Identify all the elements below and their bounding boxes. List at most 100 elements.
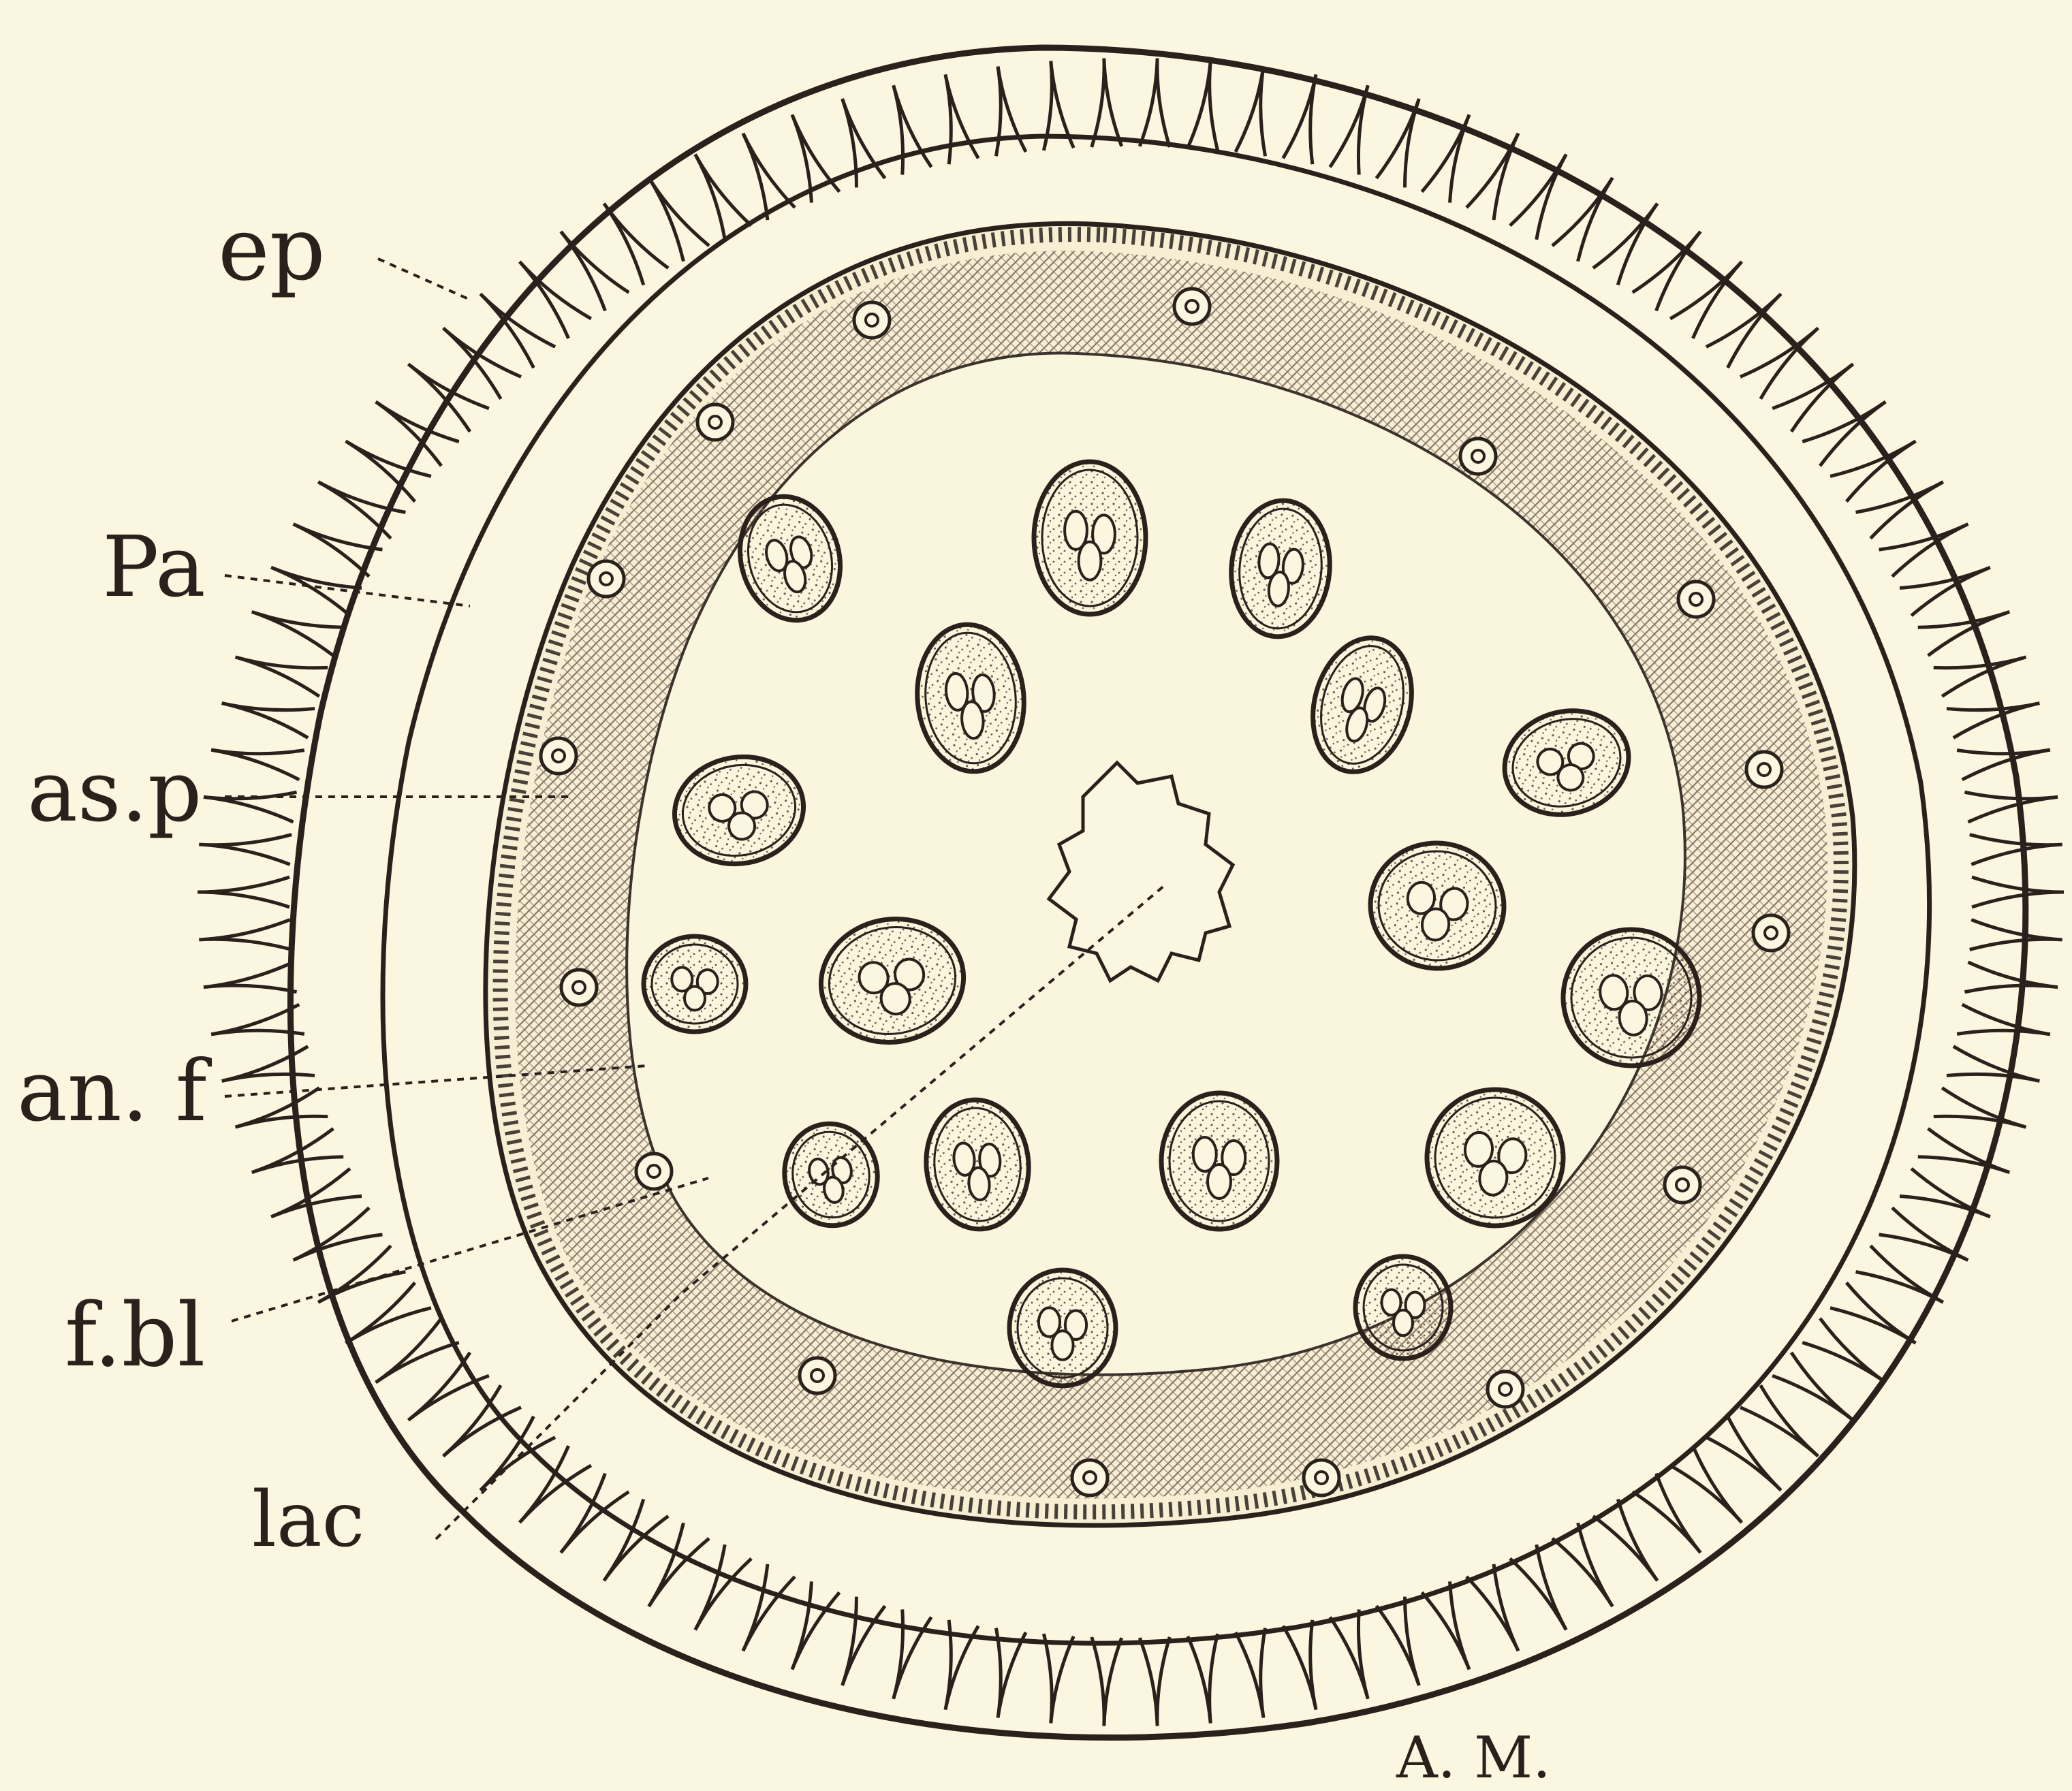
epithelial-cell: [1740, 328, 1818, 399]
epithelial-cell: [1188, 1634, 1218, 1723]
epithelial-cell: [199, 920, 292, 950]
parenchyma-nucleus: [800, 1358, 835, 1393]
epithelial-cell: [1092, 1637, 1122, 1726]
leader-pa: [225, 575, 470, 606]
label-asp: as.p: [27, 743, 202, 841]
epithelial-cell: [1970, 920, 2062, 950]
epithelial-cell: [1706, 294, 1781, 368]
epithelial-cell: [561, 232, 629, 311]
epithelial-cell: [198, 877, 289, 907]
parenchyma-nucleus: [1753, 915, 1789, 951]
parenchyma-nucleus: [588, 561, 624, 597]
epithelial-cell: [1510, 155, 1566, 240]
label-ep: ep: [218, 199, 326, 300]
parenchyma-nucleus: [1304, 1460, 1339, 1495]
epithelial-cell: [1947, 703, 2039, 738]
epithelial-cell: [1188, 61, 1218, 150]
parenchyma-nucleus: [1488, 1372, 1523, 1407]
epithelial-cell: [743, 133, 795, 220]
epithelial-cell: [1740, 1385, 1818, 1456]
parenchyma-nucleus: [541, 738, 576, 774]
epithelial-cell: [1947, 1047, 2039, 1081]
parenchyma-nucleus: [561, 970, 597, 1005]
epithelial-cell: [222, 703, 315, 738]
epithelial-cell: [894, 1609, 932, 1698]
epithelial-cell: [1552, 1523, 1613, 1606]
epithelial-cell: [1092, 58, 1122, 147]
epithelial-cell: [1957, 750, 2050, 780]
epithelial-cell: [1900, 567, 1990, 616]
epithelial-cell: [1964, 962, 2058, 992]
parenchyma-nucleus: [697, 405, 733, 440]
epithelial-cell: [318, 482, 405, 539]
epithelial-cell: [294, 1207, 383, 1260]
epithelial-cell: [318, 1246, 405, 1302]
epithelial-cell: [520, 1446, 591, 1523]
germ-cell: [1034, 462, 1146, 614]
epithelial-cell: [1972, 877, 2064, 907]
epithelial-cell: [792, 1581, 839, 1669]
leader-ep: [378, 259, 470, 300]
epithelial-cell: [1043, 1634, 1073, 1723]
epithelial-cell: [1934, 657, 2026, 697]
epithelial-cell: [1802, 1318, 1885, 1382]
label-pa: Pa: [102, 518, 206, 616]
epithelial-cell: [520, 261, 591, 338]
epithelial-cell: [843, 1597, 885, 1685]
label-lac: lac: [252, 1476, 364, 1564]
parenchyma-nucleus: [1746, 752, 1782, 787]
germ-cell: [1161, 1093, 1277, 1229]
epithelial-cell: [1377, 99, 1419, 187]
epithelial-cell: [1593, 204, 1657, 285]
epithelial-cell: [1670, 261, 1742, 338]
epithelial-cell: [695, 1544, 751, 1630]
epithelial-cell: [235, 1088, 328, 1127]
epithelial-cell: [1856, 1246, 1943, 1302]
artist-signature: A. M.: [1396, 1724, 1551, 1791]
epithelial-cell: [1879, 524, 1968, 577]
label-anf: an. f: [17, 1043, 213, 1141]
epithelial-cell: [199, 835, 292, 865]
epithelial-cell: [894, 85, 932, 174]
epithelial-cell: [1552, 178, 1613, 261]
epithelial-cell: [1957, 1004, 2050, 1034]
parenchyma-nucleus: [1072, 1460, 1108, 1495]
germ-cell: [644, 936, 746, 1032]
epithelial-cell: [1879, 1207, 1968, 1260]
epithelial-cell: [222, 1047, 315, 1081]
epithelial-cell: [945, 74, 978, 164]
epithelial-cell: [604, 1499, 668, 1581]
epithelial-cell: [1633, 232, 1701, 311]
parenchyma-nucleus: [636, 1154, 672, 1189]
epithelial-cell: [271, 1169, 362, 1217]
epithelial-cell: [1918, 612, 2010, 655]
epithelial-cell: [204, 962, 297, 992]
epithelial-cell: [1330, 1609, 1368, 1698]
epithelial-cell: [1422, 114, 1469, 202]
epithelial-cell: [1236, 66, 1266, 156]
germ-cell: [1009, 1270, 1116, 1386]
epithelial-cell: [1236, 1628, 1266, 1718]
epithelial-cell: [1330, 85, 1368, 174]
epithelial-cell: [211, 750, 304, 780]
epithelial-cell: [1140, 58, 1170, 147]
parenchyma-nucleus: [1460, 439, 1496, 474]
epithelial-cell: [1283, 1620, 1316, 1710]
epithelial-cell: [252, 612, 344, 655]
epithelial-cell: [1466, 133, 1518, 220]
epithelial-cell: [345, 1282, 430, 1343]
parenchyma-nucleus: [1678, 582, 1714, 617]
epithelial-cell: [1830, 1282, 1915, 1343]
epithelial-cell: [1964, 792, 2058, 822]
epithelial-cell: [1140, 1637, 1170, 1726]
epithelial-cell: [1772, 1352, 1853, 1420]
germ-cell: [1355, 1256, 1451, 1359]
epithelial-cell: [1830, 441, 1915, 502]
epithelial-cell: [1593, 1499, 1657, 1581]
epithelial-cell: [1283, 74, 1316, 164]
epithelial-cell: [235, 657, 328, 697]
parenchyma-nucleus: [1665, 1167, 1700, 1203]
parenchyma-nucleus: [854, 302, 890, 338]
epithelial-cell: [1970, 835, 2062, 865]
